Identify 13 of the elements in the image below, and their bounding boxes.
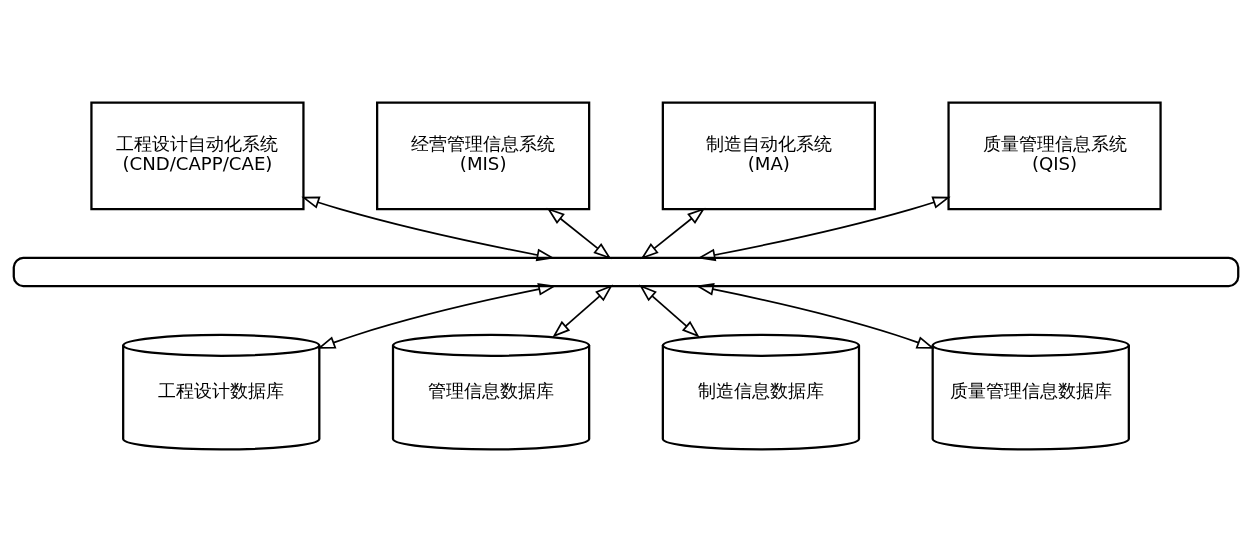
node-box: 工程设计自动化系统 (CND/CAPP/CAE) <box>90 100 305 210</box>
arrow <box>552 284 613 338</box>
arrow <box>546 207 612 259</box>
arrow <box>697 195 951 261</box>
arrow <box>301 195 555 261</box>
arrow <box>640 207 706 259</box>
node-box: 经营管理信息系统 (MIS) <box>376 100 591 210</box>
node-box: 质量管理信息系统 (QIS) <box>947 100 1162 210</box>
arrow <box>317 282 557 349</box>
arrow <box>695 282 935 349</box>
node-box: 制造自动化系统 (MA) <box>661 100 876 210</box>
arrow <box>639 284 700 338</box>
node-cylinder <box>12 256 1240 287</box>
